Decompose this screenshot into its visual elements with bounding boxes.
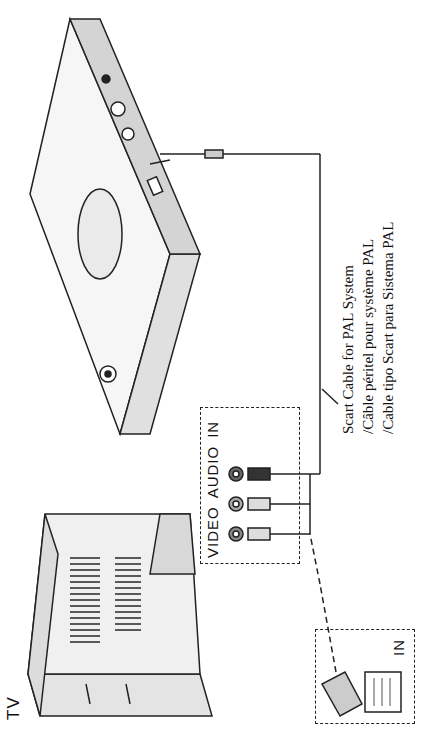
panel-label: VIDEO [204, 506, 221, 558]
panel-label: IN [204, 421, 221, 438]
player [30, 19, 320, 474]
cable-caption: /Câble péritel pour système PAL [360, 239, 377, 434]
tv-set [28, 514, 212, 716]
scart-input-panel: IN [315, 629, 415, 724]
cable-caption: Scart Cable for PAL System [340, 265, 357, 434]
text-row: VIDEO AUDIO IN [201, 408, 224, 563]
device-label: TV [4, 696, 24, 720]
panel-label: AUDIO [204, 446, 221, 499]
rca-plugs [229, 467, 310, 541]
text-row: IN [387, 634, 410, 661]
scart-plug [310, 389, 401, 716]
av-input-panel: VIDEO AUDIO IN [200, 407, 300, 564]
panel-label: IN [390, 639, 407, 656]
cable-caption: /Cable tipo Scart para Sistema PAL [380, 222, 397, 434]
